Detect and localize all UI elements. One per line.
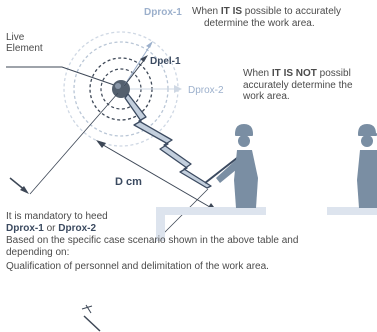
d-cm-label: D cm — [115, 176, 142, 188]
d-cm-dimension-line — [97, 141, 216, 211]
arrow-bottom-tick — [85, 304, 92, 314]
when-it-is-not-suffix: possibl — [316, 68, 351, 79]
when-it-is-not-line2: accurately determine the — [243, 79, 353, 91]
dpel-1-arrowhead — [140, 55, 148, 62]
when-it-is-line2: determine the work area. — [204, 17, 315, 29]
live-element-leader — [6, 66, 118, 87]
dpel-1-pointer — [123, 58, 146, 87]
platform-leg — [156, 207, 165, 241]
arrow-bottom-shaft — [83, 315, 101, 332]
mandatory-line1: It is mandatory to heed — [6, 211, 108, 222]
qualification-note: Qualification of personnel and delimitat… — [6, 261, 269, 272]
when-it-is-prefix: When — [192, 6, 221, 17]
live-element-label-line2: Element — [6, 43, 43, 54]
based-on-line1: Based on the specific case scenario show… — [6, 235, 299, 246]
worker-platform — [156, 207, 266, 215]
worker-figure — [216, 124, 258, 208]
lightning-bolt — [124, 93, 212, 189]
second-platform — [327, 207, 377, 215]
live-element-highlight — [115, 83, 121, 89]
arrow-small-left-head — [20, 186, 29, 194]
mandatory-note: It is mandatory to heed Dprox-1 or Dprox… — [6, 211, 108, 234]
dprox-1-pointer — [123, 43, 152, 87]
arrow-bottom-tick2 — [81, 305, 93, 310]
when-it-is-not-prefix: When — [243, 68, 272, 79]
dprox-2-arrowhead — [174, 85, 182, 93]
based-on-note: Based on the specific case scenario show… — [6, 235, 298, 258]
when-it-is-not-bold: IT IS NOT — [271, 68, 317, 79]
when-it-is-note: When IT IS possible to accurately determ… — [192, 6, 341, 29]
second-worker-figure — [357, 124, 377, 208]
mandatory-option-dprox-2: Dprox-2 — [58, 222, 97, 234]
mandatory-option-dprox-1: Dprox-1 — [6, 222, 44, 234]
when-it-is-not-note: When IT IS NOT possibl accurately determ… — [243, 68, 353, 103]
dprox-1-label: Dprox-1 — [144, 7, 182, 18]
when-it-is-not-line3: work area. — [243, 91, 290, 102]
dprox-2-label: Dprox-2 — [188, 85, 224, 96]
hot-stick-tool — [204, 157, 238, 184]
based-on-line2: depending on: — [6, 246, 70, 258]
when-it-is-suffix: possible to accurately — [242, 6, 341, 17]
d-cm-arrowhead-left — [96, 140, 106, 148]
dprox-1-arrowhead — [146, 41, 153, 48]
dpel-1-label: Dpel-1 — [150, 56, 181, 67]
when-it-is-bold: IT IS — [220, 6, 243, 17]
live-element-label-line1: Live — [6, 32, 25, 43]
mandatory-or: or — [43, 222, 59, 234]
reference-line-left — [29, 92, 119, 195]
